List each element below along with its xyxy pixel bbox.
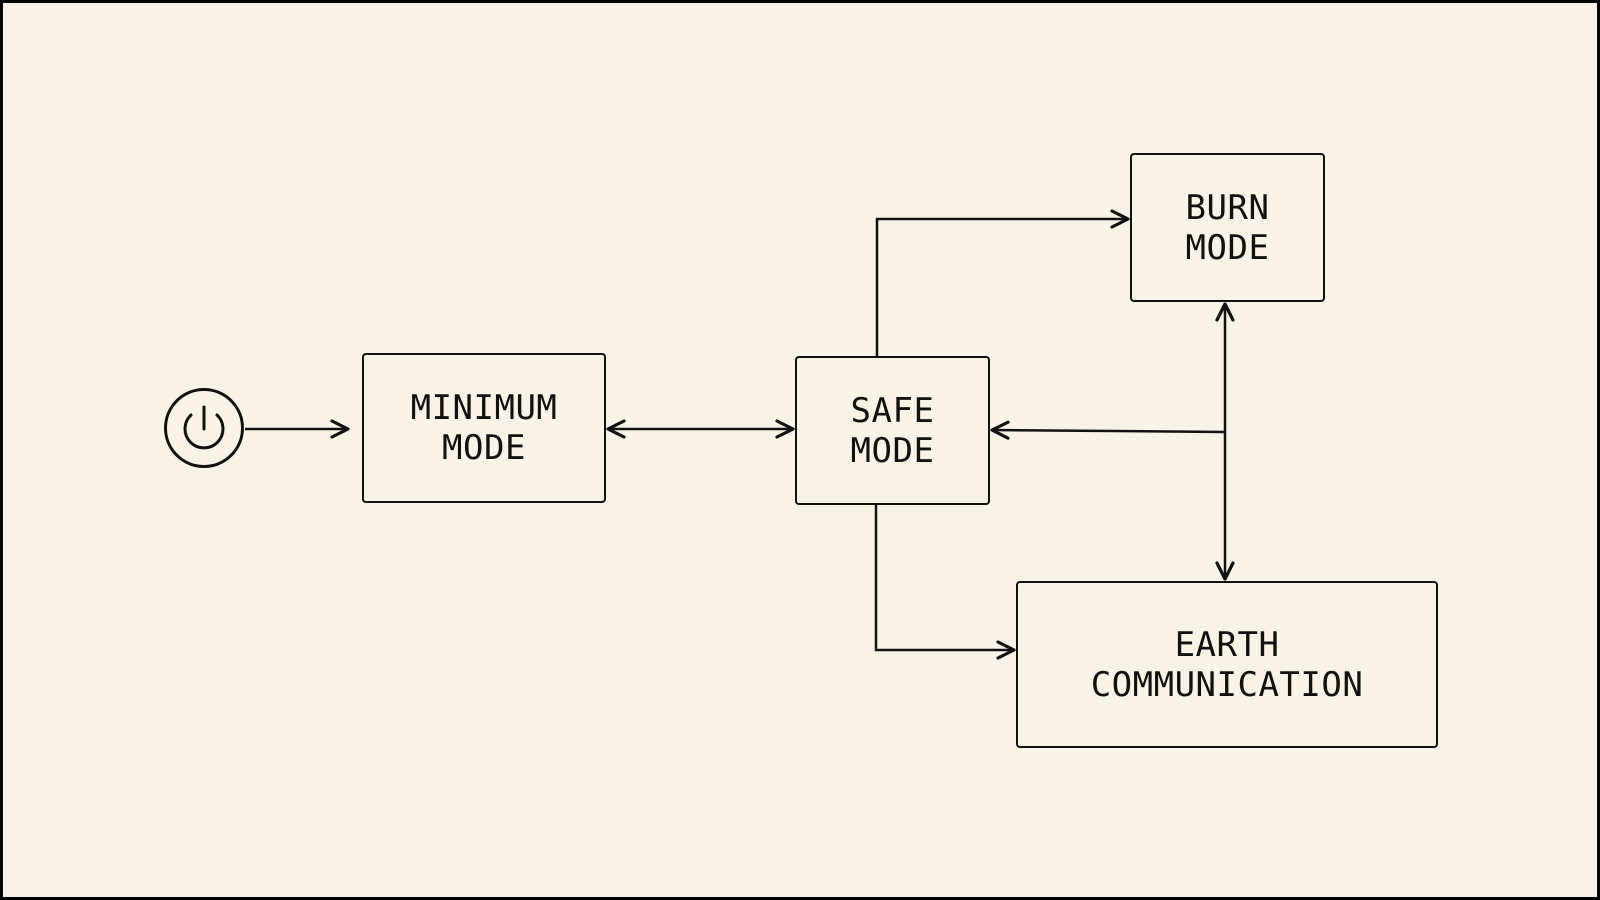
node-earth-communication: EARTH COMMUNICATION [1016,581,1438,748]
node-label-line: MODE [1185,227,1270,268]
node-safe-mode: SAFE MODE [795,356,990,505]
node-minimum-mode: MINIMUM MODE [362,353,606,503]
node-label-line: MINIMUM [410,388,558,428]
node-label-line: EARTH [1174,624,1280,665]
node-burn-mode: BURN MODE [1130,153,1325,302]
node-label-line: MODE [850,430,935,471]
node-label-line: BURN [1185,187,1270,228]
node-label-line: SAFE [850,390,935,431]
edge-safe-to-earth [874,505,1016,660]
node-label-line: MODE [442,428,526,468]
node-label-line: COMMUNICATION [1090,664,1364,705]
power-icon [164,388,244,468]
edge-link-to-safe [990,420,1226,440]
edge-safe-to-burn [875,209,1130,356]
